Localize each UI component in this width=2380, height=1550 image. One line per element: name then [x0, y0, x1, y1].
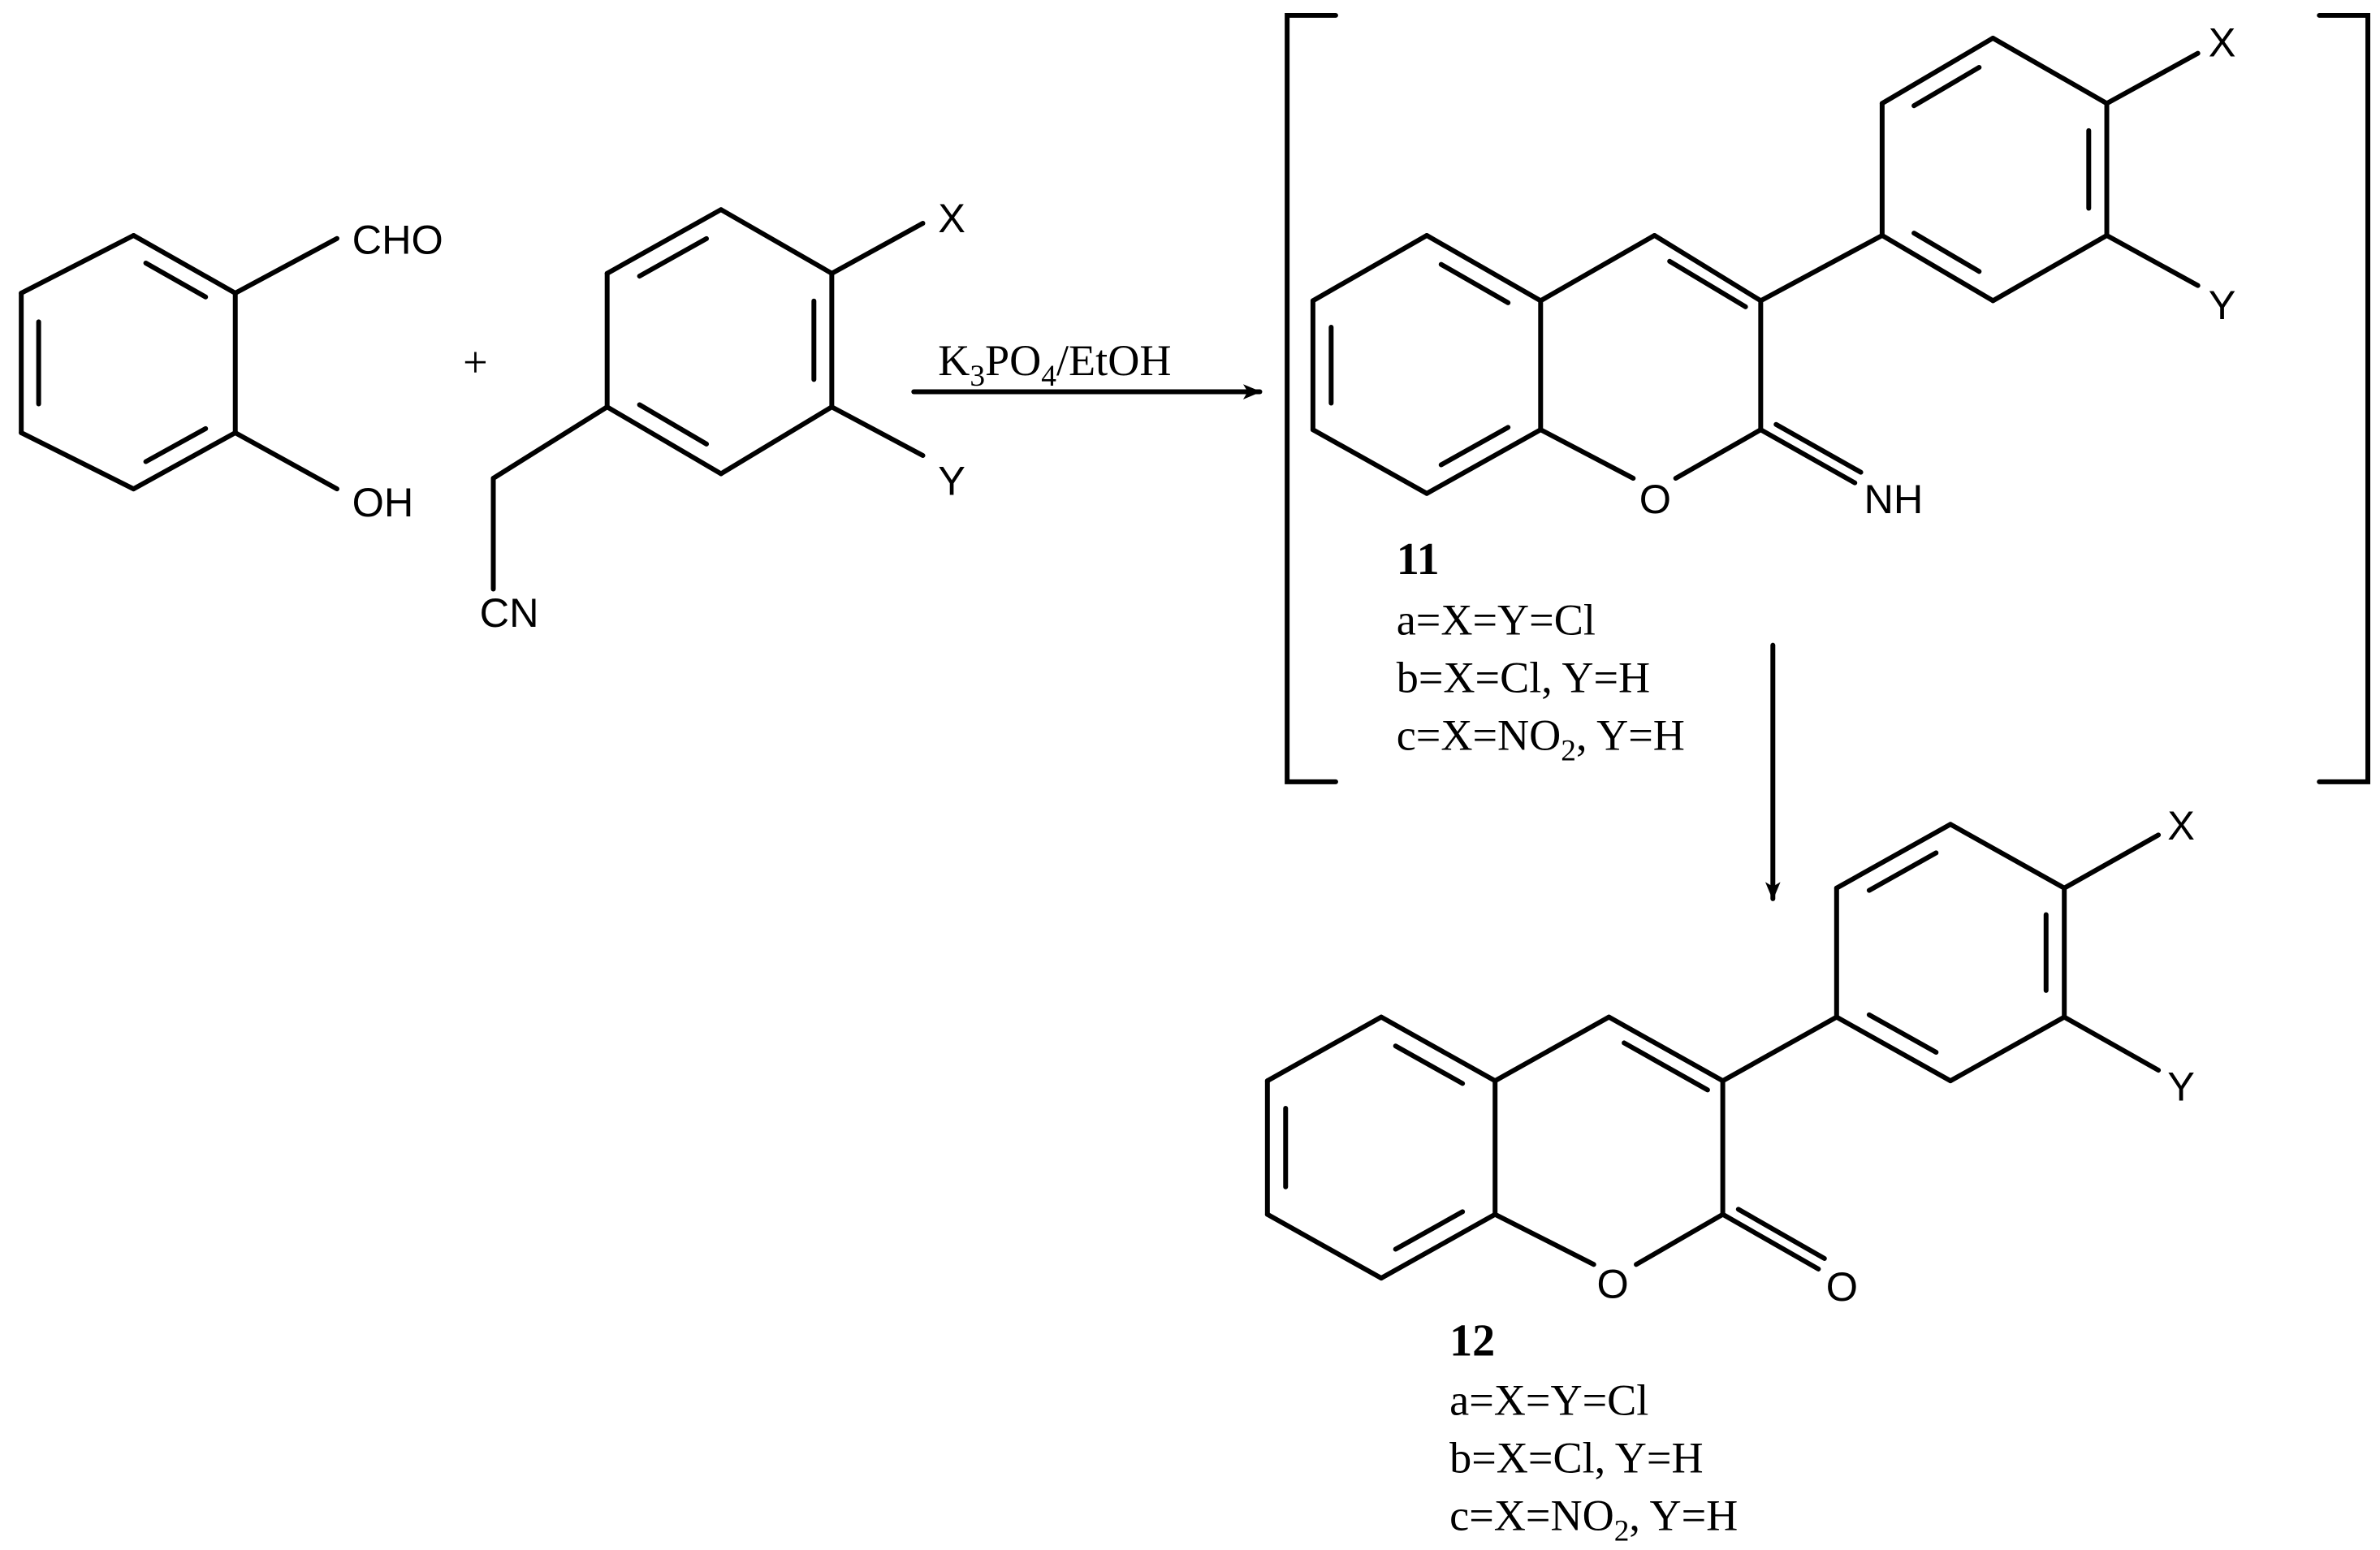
double-bond-inner: [1393, 1209, 1466, 1252]
product-variants: a=X=Y=Cl b=X=Cl, Y=H c=X=NO2, Y=H: [1449, 1375, 1738, 1548]
ring-bond: [131, 430, 238, 492]
ring-bond: [1264, 1211, 1384, 1281]
oh-bond: [232, 430, 339, 492]
left-bracket: [1285, 12, 1338, 784]
ring-bond: [1948, 822, 2067, 891]
ring-bond: [1948, 1014, 2067, 1084]
x-bond: [2104, 50, 2201, 106]
intermediate-y-label: Y: [2209, 282, 2236, 328]
double-bond-inner: [1866, 1012, 1939, 1055]
y-bond: [829, 404, 926, 459]
ring-bond: [718, 207, 835, 276]
y-bond: [2062, 1014, 2162, 1073]
product-ring-o-label: O: [1596, 1260, 1628, 1306]
ring-bond: [1492, 1211, 1596, 1267]
intermediate-variants: a=X=Y=Cl b=X=Cl, Y=H c=X=NO2, Y=H: [1397, 596, 1685, 768]
ring-bond: [1424, 427, 1544, 496]
y-label: Y: [938, 458, 965, 504]
reagent-label: K3PO4/EtOH: [938, 336, 1171, 393]
cho-bond: [232, 235, 339, 296]
ring-bond: [1879, 35, 1996, 106]
ring-bond: [1652, 232, 1764, 304]
ring-bond: [19, 232, 136, 296]
y-bond: [2104, 232, 2201, 288]
intermediate-ring-o-label: O: [1639, 476, 1671, 522]
variant-line: b=X=Cl, Y=H: [1397, 654, 1650, 702]
double-bond-inner: [1667, 258, 1748, 309]
double-bond-inner: [1438, 425, 1511, 468]
x-label: X: [938, 195, 965, 241]
ring-bond: [604, 404, 724, 477]
ring-bond: [1834, 822, 1953, 891]
double-bond-inner: [1866, 850, 1939, 893]
variant-line: c=X=NO2, Y=H: [1449, 1491, 1738, 1548]
ring-bond: [718, 404, 835, 477]
ring-bond: [1538, 232, 1657, 304]
ring-bond: [1310, 232, 1430, 304]
cn-label: CN: [480, 589, 539, 636]
double-bond: [1735, 1207, 1827, 1261]
ring-bond: [1379, 1014, 1498, 1084]
double-bond: [1758, 427, 1858, 486]
ring-bond: [1990, 35, 2110, 106]
ring-bond: [1990, 232, 2110, 304]
intermediate-x-label: X: [2209, 19, 2236, 65]
double-bond: [1773, 421, 1864, 475]
aryl-bond: [1720, 1014, 1839, 1084]
variant-line: a=X=Y=Cl: [1449, 1375, 1648, 1424]
ring-bond: [1492, 1014, 1612, 1084]
product-y-label: Y: [2167, 1063, 2195, 1109]
ring-bond: [1834, 1014, 1953, 1084]
ring-bond: [1673, 427, 1764, 481]
x-bond: [2062, 832, 2162, 891]
double-bond-inner: [637, 235, 710, 279]
bonds: [19, 35, 2201, 1281]
ring-bond: [1634, 1211, 1726, 1267]
ring-bond: [1424, 232, 1544, 304]
ring-bond: [1310, 427, 1430, 496]
double-bond-inner: [1622, 1040, 1710, 1093]
product-x-label: X: [2167, 802, 2195, 848]
ring-bond: [1538, 427, 1636, 481]
variant-line: b=X=Cl, Y=H: [1449, 1433, 1703, 1482]
double-bond-inner: [143, 261, 209, 300]
double-bond-inner: [1438, 261, 1511, 305]
ring-bond: [1606, 1014, 1726, 1084]
compound-number-12: 12: [1449, 1315, 1495, 1366]
ring-bond: [1879, 232, 1996, 304]
variant-line: a=X=Y=Cl: [1397, 596, 1596, 645]
ring-bond: [1379, 1211, 1498, 1281]
cho-label: CHO: [352, 216, 443, 262]
ch2-bond: [490, 404, 610, 481]
ring-bond: [131, 232, 238, 296]
variant-line: c=X=NO2, Y=H: [1397, 711, 1685, 768]
double-bond-inner: [1911, 64, 1982, 109]
ring-bond: [1264, 1014, 1384, 1084]
plus-sign: +: [463, 338, 488, 386]
imine-nh-label: NH: [1864, 476, 1923, 522]
x-bond: [829, 221, 926, 276]
double-bond-inner: [143, 425, 209, 464]
ring-bond: [604, 207, 724, 276]
double-bond-inner: [1393, 1043, 1466, 1086]
oh-label: OH: [352, 479, 414, 525]
compound-number-11: 11: [1397, 534, 1440, 585]
aryl-bond: [1758, 232, 1885, 304]
double-bond-inner: [1911, 231, 1982, 274]
double-bond-inner: [637, 402, 710, 447]
ring-bond: [19, 430, 136, 492]
carbonyl-o-label: O: [1826, 1263, 1858, 1310]
right-bracket: [2317, 12, 2371, 784]
double-bond: [1720, 1211, 1821, 1272]
